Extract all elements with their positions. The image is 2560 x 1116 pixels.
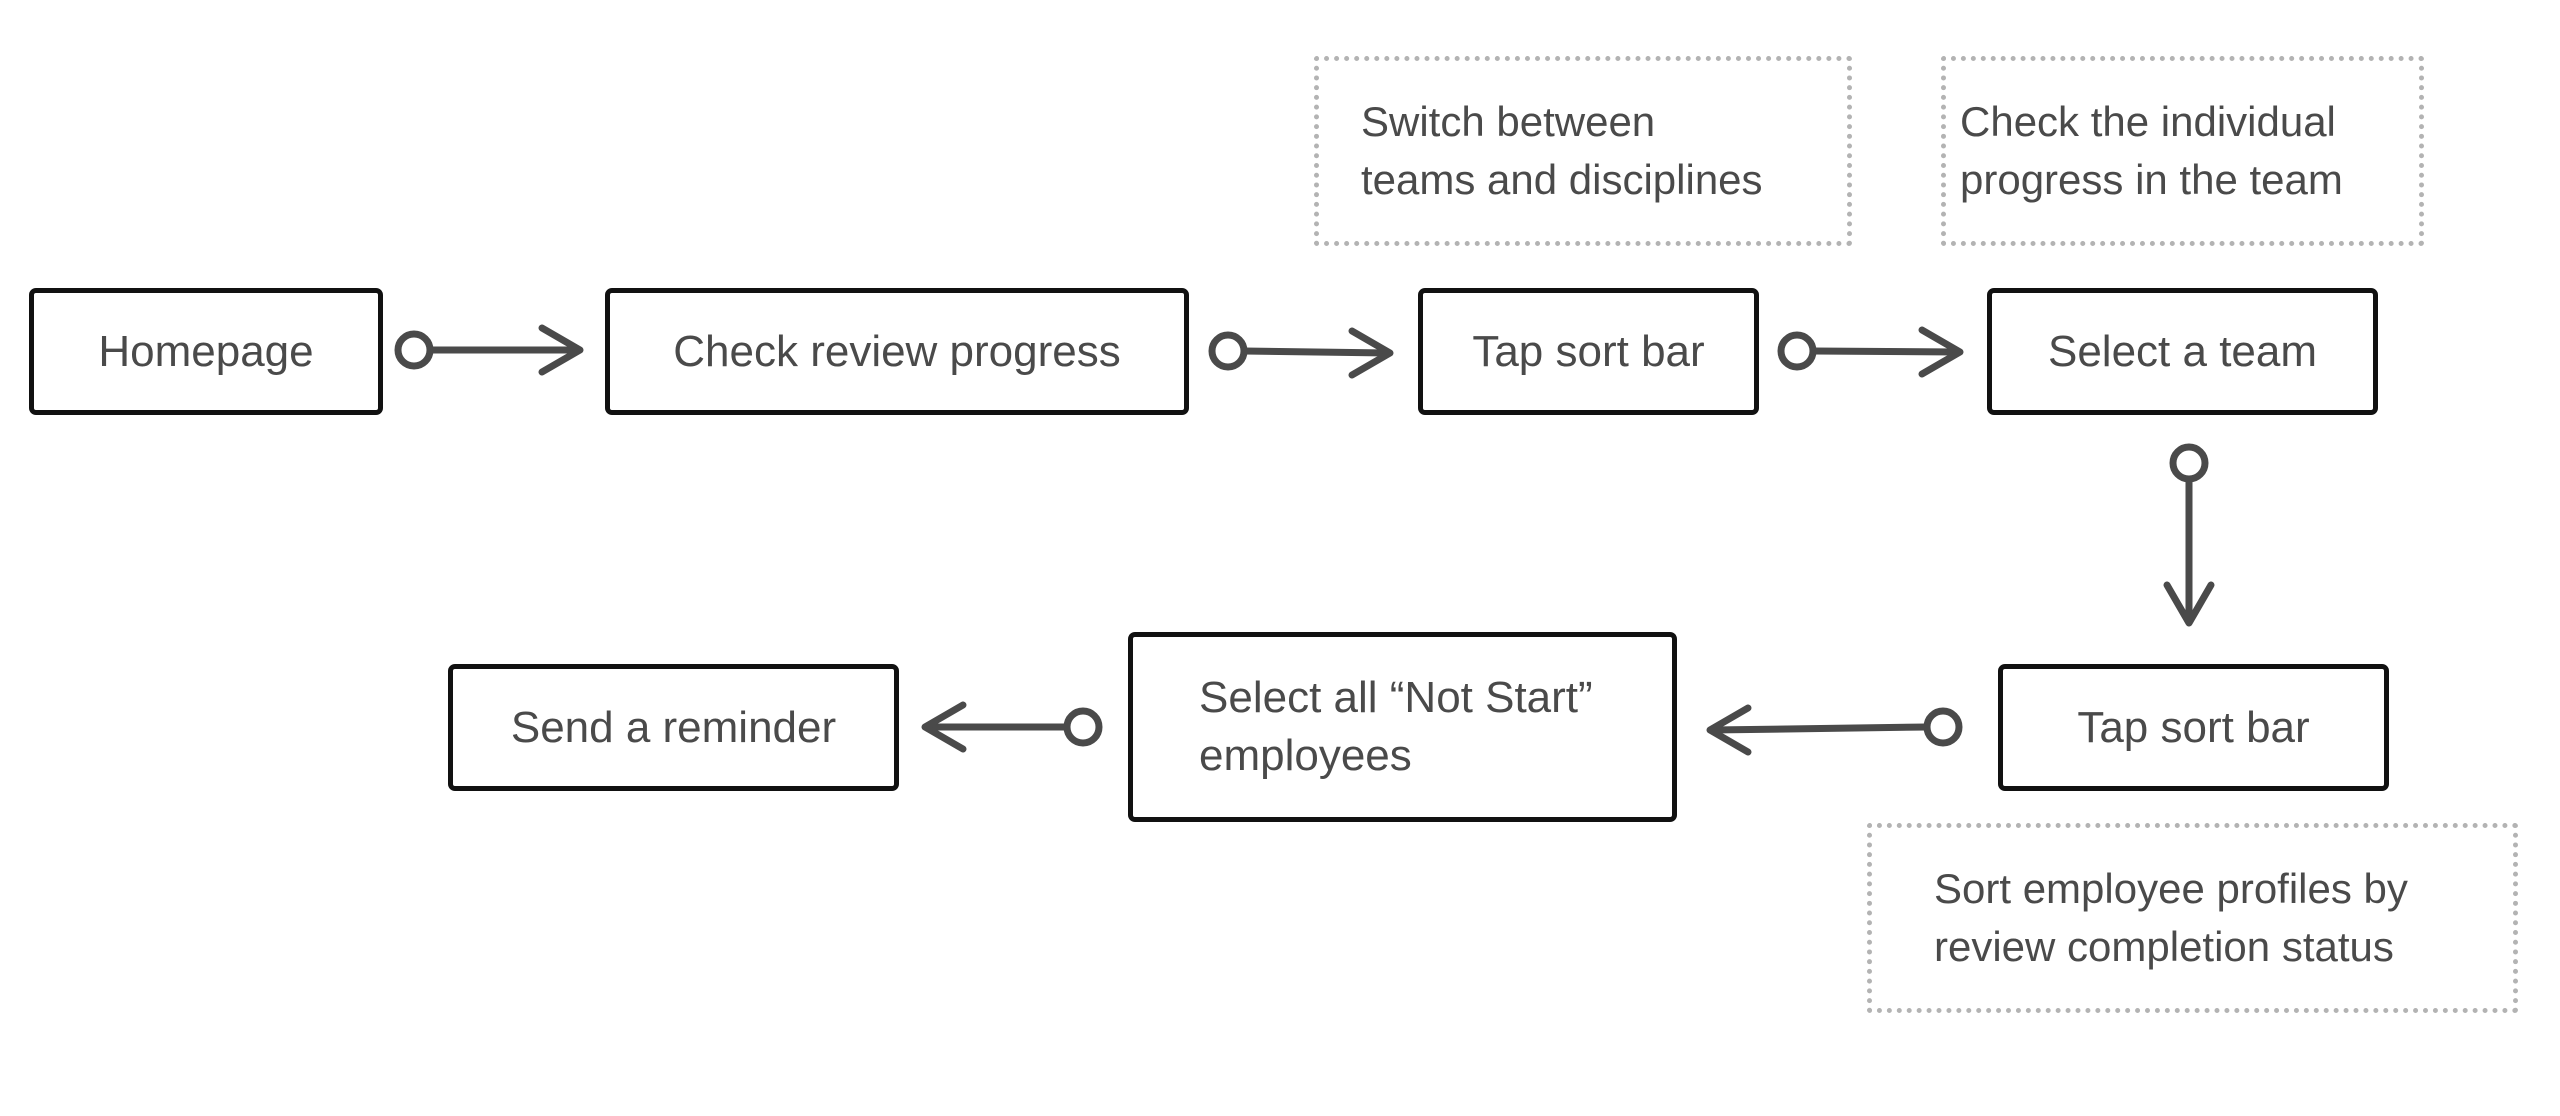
connector-tap-sort-bar-to-select-not-start [1706, 704, 1963, 756]
connector-select-a-team-to-tap-sort-bar [2163, 443, 2215, 627]
step-send-a-reminder: Send a reminder [448, 664, 899, 791]
step-tap-sort-bar-second: Tap sort bar [1998, 664, 2389, 791]
note-sort-profiles: Sort employee profiles by review complet… [1867, 823, 2518, 1013]
step-label: Send a reminder [510, 702, 837, 752]
step-label: Homepage [98, 326, 314, 376]
step-select-a-team: Select a team [1987, 288, 2378, 415]
step-label-line-2: employees [1199, 731, 1412, 780]
note-line-1: Sort employee profiles by [1934, 865, 2408, 912]
step-homepage: Homepage [29, 288, 383, 415]
step-label: Tap sort bar [2077, 702, 2310, 752]
step-label: Select a team [2047, 326, 2318, 376]
note-line-1: Switch between [1361, 98, 1656, 145]
step-label: Tap sort bar [1472, 326, 1705, 376]
connector-tap-sort-bar-to-select-a-team [1777, 326, 1964, 378]
connector-check-review-progress-to-tap-sort-bar [1208, 327, 1394, 379]
step-label-line-1: Select all “Not Start” [1199, 673, 1593, 722]
note-line-2: teams and disciplines [1361, 156, 1763, 203]
note-switch-teams: Switch between teams and disciplines [1314, 56, 1852, 246]
connector-select-not-start-to-send-a-reminder [921, 701, 1103, 753]
note-line-2: review completion status [1934, 923, 2394, 970]
connector-homepage-to-check-review-progress [394, 324, 584, 376]
note-line-2: progress in the team [1960, 156, 2343, 203]
step-tap-sort-bar: Tap sort bar [1418, 288, 1759, 415]
step-select-not-start-employees: Select all “Not Start” employees [1128, 632, 1677, 822]
step-check-review-progress: Check review progress [605, 288, 1189, 415]
step-label: Check review progress [673, 326, 1121, 376]
note-check-individual: Check the individual progress in the tea… [1941, 56, 2424, 246]
note-line-1: Check the individual [1960, 98, 2336, 145]
